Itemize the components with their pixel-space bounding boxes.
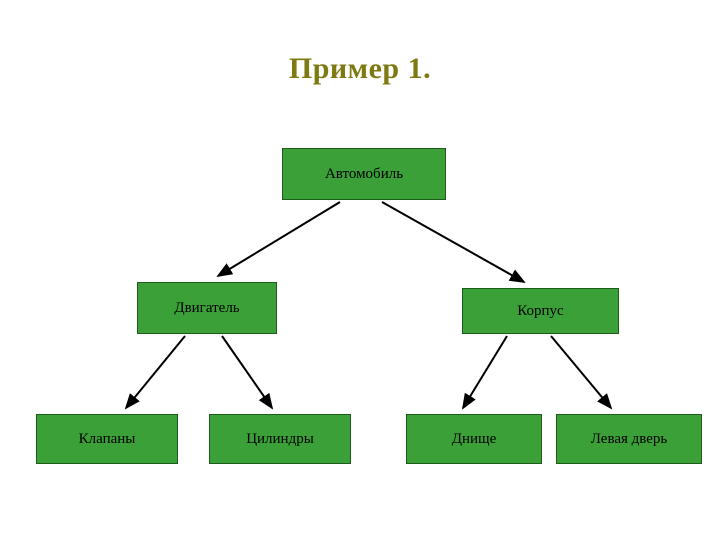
edge-engine-cylinders bbox=[221, 335, 274, 410]
node-label: Цилиндры bbox=[246, 430, 314, 447]
node-avtomobil[interactable]: Автомобиль bbox=[282, 148, 446, 200]
node-korpus[interactable]: Корпус bbox=[462, 288, 619, 334]
node-label: Автомобиль bbox=[324, 165, 404, 182]
node-label: Двигатель bbox=[174, 299, 240, 316]
node-dvigatel[interactable]: Двигатель bbox=[137, 282, 277, 334]
node-label: Днище bbox=[451, 430, 497, 447]
edge-auto-engine bbox=[216, 201, 341, 278]
edge-engine-valves bbox=[124, 335, 186, 410]
node-dnishche[interactable]: Днище bbox=[406, 414, 542, 464]
edge-body-bottom bbox=[461, 335, 508, 410]
edge-body-door bbox=[550, 335, 613, 410]
edge-auto-body bbox=[381, 201, 526, 283]
node-levaya-dver[interactable]: Левая дверь bbox=[556, 414, 702, 464]
node-cilindry[interactable]: Цилиндры bbox=[209, 414, 351, 464]
node-klapany[interactable]: Клапаны bbox=[36, 414, 178, 464]
node-label: Левая дверь bbox=[590, 430, 668, 447]
page-title: Пример 1. bbox=[288, 52, 432, 85]
node-label: Клапаны bbox=[78, 430, 136, 447]
node-label: Корпус bbox=[517, 302, 564, 319]
